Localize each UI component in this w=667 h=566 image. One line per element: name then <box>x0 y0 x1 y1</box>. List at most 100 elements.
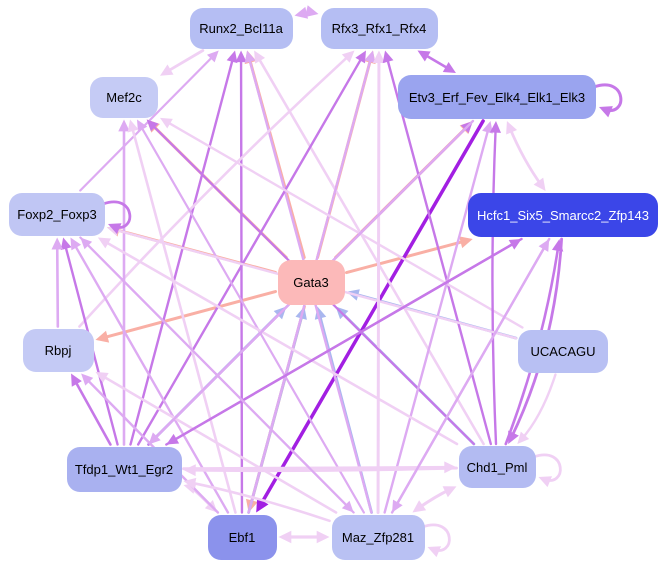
node-rbpj[interactable]: Rbpj <box>22 328 94 372</box>
node-chd1[interactable]: Chd1_Pml <box>458 446 536 488</box>
edge-maz-tfdp1 <box>188 481 331 523</box>
edge-hcfc1-maz <box>393 237 551 509</box>
edge-chd1-mef2c-arrowhead <box>146 119 159 132</box>
edge-maz-rfx3 <box>376 55 381 514</box>
edge-chd1-runx2 <box>255 54 485 446</box>
edge-ebf1-maz-arrowhead <box>316 530 330 544</box>
edge-etv3-hcfc1-rev-arrowhead <box>506 121 518 135</box>
node-label: UCACAGU <box>530 343 596 359</box>
node-hcfc1[interactable]: Hcfc1_Six5_Smarcc2_Zfp143 <box>468 193 658 237</box>
edge-maz-etv3 <box>383 125 491 514</box>
edge-ebf1-runx2 <box>239 55 244 514</box>
edge-ebf1-foxp2-arrowhead <box>70 237 82 251</box>
edge-chd1-foxp2-arrowhead <box>97 237 112 249</box>
edge-rbpj-foxp2-arrowhead <box>51 237 64 250</box>
node-gata3[interactable]: Gata3 <box>277 259 345 305</box>
self-loop-chd1-arrowhead <box>538 476 553 488</box>
edge-chd1-etv3-arrowhead <box>489 121 502 133</box>
node-label: Chd1_Pml <box>466 459 528 475</box>
edge-hcfc1-chd1-arrowhead <box>508 430 519 444</box>
edge-rfx3-etv3-rev-arrowhead <box>417 50 431 62</box>
edge-rbpj-foxp2 <box>55 242 60 328</box>
node-mef2c[interactable]: Mef2c <box>90 76 158 118</box>
edge-gata3-hcfc1 <box>345 239 469 275</box>
self-loop-etv3-arrowhead <box>599 106 613 118</box>
edge-ebf1-rbpj <box>84 376 220 514</box>
node-label: Etv3_Erf_Fev_Elk4_Elk1_Elk3 <box>408 89 586 105</box>
edge-ebf1-rfx3-arrowhead <box>364 50 376 64</box>
edge-ebf1-mef2c-arrowhead <box>127 119 139 133</box>
edge-gata3-rbpj-arrowhead <box>95 330 110 343</box>
edge-chd1-tfdp1 <box>188 466 458 473</box>
edge-etv3-tfdp1-arrowhead <box>148 432 161 445</box>
node-label: Hcfc1_Six5_Smarcc2_Zfp143 <box>477 207 649 223</box>
edge-runx2-rfx3-arrowhead <box>304 5 319 18</box>
edge-maz-rbpj-arrowhead <box>95 371 109 383</box>
edge-maz-rbpj <box>99 373 338 514</box>
edge-hcfc1-maz-arrowhead <box>392 499 403 513</box>
node-foxp2[interactable]: Foxp2_Foxp3 <box>9 192 105 236</box>
node-ebf1[interactable]: Ebf1 <box>207 514 277 560</box>
edge-etv3-hcfc1 <box>507 125 544 188</box>
edge-ebf1-foxp2 <box>72 241 230 514</box>
node-label: Ebf1 <box>228 529 256 545</box>
edge-ebf1-runx2-arrowhead <box>235 50 247 63</box>
edge-tfdp1-chd1 <box>182 465 452 471</box>
edge-tfdp1-rfx3 <box>136 54 365 446</box>
node-label: Maz_Zfp281 <box>341 529 415 545</box>
node-label: Tfdp1_Wt1_Egr2 <box>74 461 174 477</box>
edge-tfdp1-rfx3-arrowhead <box>355 50 366 64</box>
edge-etv3-ebf1-arrowhead <box>256 497 269 513</box>
edge-etv3-ebf1 <box>257 119 485 510</box>
node-tfdp1[interactable]: Tfdp1_Wt1_Egr2 <box>66 446 182 492</box>
edge-maz-chd1-rev-arrowhead <box>412 500 427 513</box>
node-label: Runx2_Bcl11a <box>199 20 283 36</box>
edge-maz-mef2c-arrowhead <box>136 119 148 132</box>
node-label: Rfx3_Rfx1_Rfx4 <box>331 20 427 36</box>
edge-maz-rfx3-arrowhead <box>372 50 386 64</box>
edge-tfdp1-runx2 <box>129 55 235 446</box>
edge-tfdp1-runx2-arrowhead <box>226 50 238 64</box>
node-label: Foxp2_Foxp3 <box>17 206 97 222</box>
edge-maz-tfdp1-arrowhead <box>183 477 197 490</box>
edge-tfdp1-rbpj-arrowhead <box>71 373 82 387</box>
edge-chd1-rfx3-arrowhead <box>382 50 394 64</box>
edge-tfdp1-foxp2-arrowhead <box>60 237 72 251</box>
edge-foxp2-maz-arrowhead <box>341 500 354 513</box>
edge-foxp2-runx2-arrowhead <box>206 50 219 63</box>
node-label: Mef2c <box>106 89 142 105</box>
edge-hcfc1-tfdp1 <box>170 237 523 443</box>
edge-runx2-mef2c-arrowhead <box>160 64 174 76</box>
node-maz[interactable]: Maz_Zfp281 <box>331 514 425 560</box>
edge-tfdp1-rbpj <box>72 377 112 446</box>
node-runx2[interactable]: Runx2_Bcl11a <box>189 7 293 49</box>
edge-ebf1-maz-rev-arrowhead <box>278 530 292 544</box>
self-loop-foxp2-arrowhead <box>108 223 122 235</box>
edge-foxp2-maz <box>79 236 351 510</box>
node-label: Gata3 <box>293 274 329 290</box>
edge-etv3-hcfc1-arrowhead <box>533 177 546 191</box>
edge-hcfc1-tfdp1-arrowhead <box>166 433 180 445</box>
edge-rbpj-rfx3-arrowhead <box>341 50 355 63</box>
edge-foxp2-runx2 <box>79 53 216 192</box>
node-rfx3[interactable]: Rfx3_Rfx1_Rfx4 <box>320 7 438 49</box>
edge-chd1-etv3 <box>491 125 498 446</box>
edge-maz-etv3-arrowhead <box>482 121 493 134</box>
edge-ucacagu-mef2c-arrowhead <box>160 117 173 129</box>
node-etv3[interactable]: Etv3_Erf_Fev_Elk4_Elk1_Elk3 <box>398 75 596 119</box>
self-loop-maz-arrowhead <box>427 546 442 558</box>
edge-runx2-mef2c <box>163 49 205 75</box>
edge-rfx3-etv3-arrowhead <box>442 62 456 73</box>
edge-ucacagu-mef2c <box>163 119 524 329</box>
edge-ucacagu-chd1 <box>520 373 557 441</box>
edge-maz-chd1-arrowhead <box>442 486 457 498</box>
edge-gata3-rbpj <box>99 290 277 340</box>
edge-maz-mef2c <box>138 123 365 514</box>
edge-chd1-runx2-arrowhead <box>254 50 266 64</box>
edge-chd1-foxp2 <box>101 239 459 446</box>
edge-chd1-tfdp1-arrowhead <box>183 464 196 477</box>
node-label: Rbpj <box>44 342 72 358</box>
node-ucacagu[interactable]: UCACAGU <box>518 329 608 373</box>
